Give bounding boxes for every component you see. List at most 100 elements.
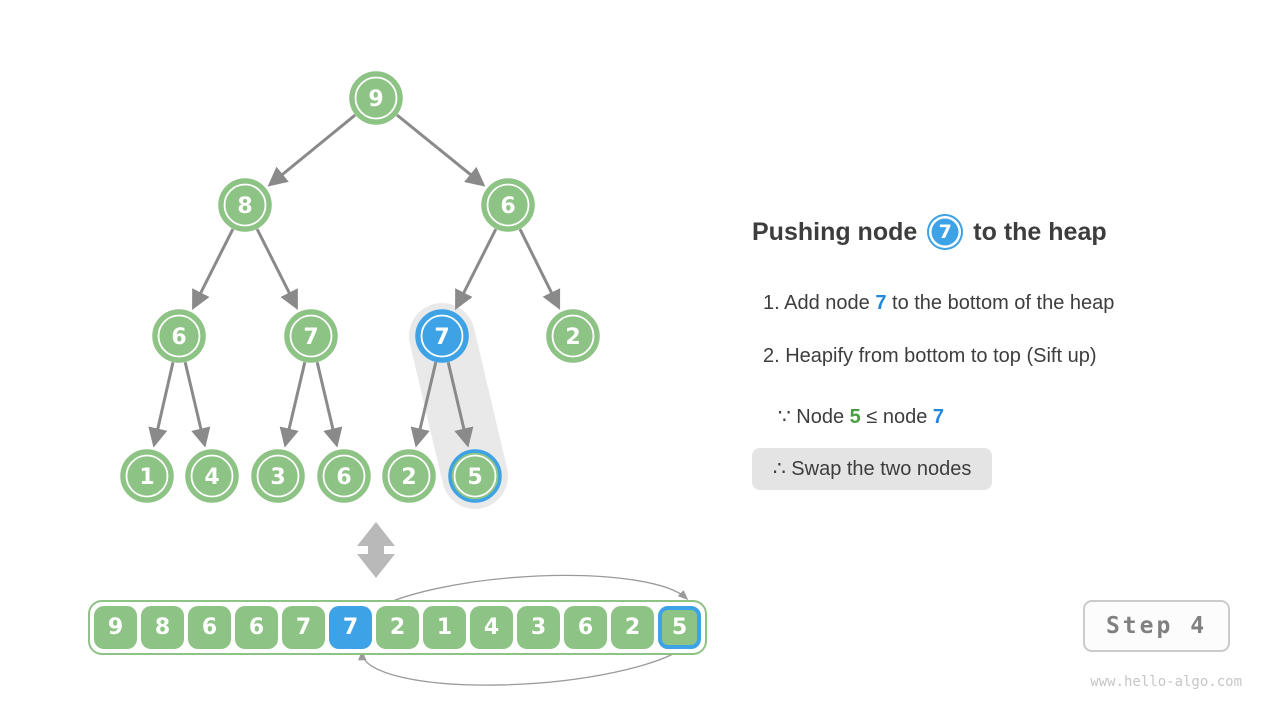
tree-edge xyxy=(148,361,175,448)
node-inner-ring xyxy=(125,454,169,498)
node-circle xyxy=(185,449,239,503)
tree-node-2: 2 xyxy=(382,449,436,503)
step1-post: to the bottom of the heap xyxy=(886,292,1115,314)
node-value: 5 xyxy=(467,465,482,490)
node-inner-ring xyxy=(453,454,497,498)
node-value: 8 xyxy=(237,194,252,219)
tree-edge xyxy=(518,228,561,310)
node-circle xyxy=(218,178,272,232)
because-green-value: 5 xyxy=(849,406,861,428)
node-value: 2 xyxy=(565,325,580,350)
node-value: 1 xyxy=(139,465,154,490)
array-cell-5: 7 xyxy=(329,606,372,649)
array-cell-12: 5 xyxy=(658,606,701,649)
node-inner-ring xyxy=(289,314,333,358)
tree-node-5: 5 xyxy=(448,449,502,503)
tree-edge xyxy=(279,361,307,448)
array-cell-0: 9 xyxy=(94,606,137,649)
node-value: 7 xyxy=(303,325,318,350)
page-title: Pushing node 7 to the heap xyxy=(752,214,1107,250)
array-cell-1: 8 xyxy=(141,606,184,649)
node-inner-ring xyxy=(190,454,234,498)
tree-array-swap-arrow-icon xyxy=(357,522,395,578)
tree-node-4: 4 xyxy=(185,449,239,503)
node-circle xyxy=(120,449,174,503)
tree-node-6: 6 xyxy=(481,178,535,232)
array-swap-top-arc xyxy=(369,574,689,613)
array-cell-11: 2 xyxy=(611,606,654,649)
tree-node-6: 6 xyxy=(152,309,206,363)
tree-node-3: 3 xyxy=(251,449,305,503)
because-blue-value: 7 xyxy=(932,406,945,428)
node-value: 7 xyxy=(434,325,449,350)
node-inner-ring xyxy=(322,454,366,498)
title-text-post: to the heap xyxy=(973,217,1107,246)
node-inner-ring xyxy=(354,76,398,120)
array-cell-7: 1 xyxy=(423,606,466,649)
node-circle xyxy=(349,71,403,125)
array-cell-4: 7 xyxy=(282,606,325,649)
tree-node-2: 2 xyxy=(546,309,600,363)
node-inner-ring xyxy=(256,454,300,498)
array-cell-3: 6 xyxy=(235,606,278,649)
node-value: 6 xyxy=(500,194,515,219)
node-circle xyxy=(152,309,206,363)
array-swap-bottom-arc xyxy=(358,644,689,686)
node-circle xyxy=(382,449,436,503)
node-inner-ring xyxy=(551,314,595,358)
tree-edge xyxy=(446,361,474,448)
therefore-text: ∴ Swap the two nodes xyxy=(773,458,972,480)
because-statement: ∵ Node 5 ≤ node 7 xyxy=(778,404,944,429)
title-node-badge: 7 xyxy=(927,214,964,250)
node-value: 3 xyxy=(270,465,285,490)
step1-highlight: 7 xyxy=(875,292,887,314)
node-inner-ring xyxy=(223,183,267,227)
node-value: 4 xyxy=(204,465,219,490)
node-circle xyxy=(415,309,469,363)
node-inner-ring xyxy=(157,314,201,358)
node-inner-ring xyxy=(387,454,431,498)
watermark-text: www.hello-algo.com xyxy=(1090,674,1242,690)
tree-edge xyxy=(267,113,357,187)
tree-node-8: 8 xyxy=(218,178,272,232)
array-cell-9: 3 xyxy=(517,606,560,649)
because-mid: ≤ node xyxy=(860,406,933,428)
instruction-step-1: 1. Add node 7 to the bottom of the heap xyxy=(763,292,1114,315)
step1-pre: 1. Add node xyxy=(763,292,876,314)
node-value: 9 xyxy=(368,87,383,112)
tree-node-1: 1 xyxy=(120,449,174,503)
tree-edge xyxy=(192,228,235,310)
node-circle xyxy=(317,449,371,503)
array-cell-6: 2 xyxy=(376,606,419,649)
tree-edge xyxy=(410,361,438,448)
title-text-pre: Pushing node xyxy=(752,217,918,246)
node-circle xyxy=(251,449,305,503)
title-node-value: 7 xyxy=(938,221,952,243)
tree-edge xyxy=(255,228,298,310)
tree-edge xyxy=(455,228,498,310)
because-pre: ∵ Node xyxy=(778,406,850,428)
step-badge-label: Step 4 xyxy=(1105,613,1208,639)
node-circle xyxy=(284,309,338,363)
node-circle xyxy=(448,449,502,503)
node-value: 6 xyxy=(171,325,186,350)
tree-edge xyxy=(315,361,343,448)
tree-node-6: 6 xyxy=(317,449,371,503)
node-circle xyxy=(481,178,535,232)
therefore-statement: ∴ Swap the two nodes xyxy=(752,448,993,490)
tree-edge xyxy=(396,113,486,187)
node-inner-ring xyxy=(486,183,530,227)
node-value: 2 xyxy=(401,465,416,490)
tree-node-7: 7 xyxy=(415,309,469,363)
step-badge[interactable]: Step 4 xyxy=(1083,600,1230,652)
tree-node-9: 9 xyxy=(349,71,403,125)
array-cell-8: 4 xyxy=(470,606,513,649)
node-circle xyxy=(546,309,600,363)
array-cell-2: 6 xyxy=(188,606,231,649)
array-swap-ellipse xyxy=(358,574,689,686)
array-cell-10: 6 xyxy=(564,606,607,649)
tree-node-7: 7 xyxy=(284,309,338,363)
